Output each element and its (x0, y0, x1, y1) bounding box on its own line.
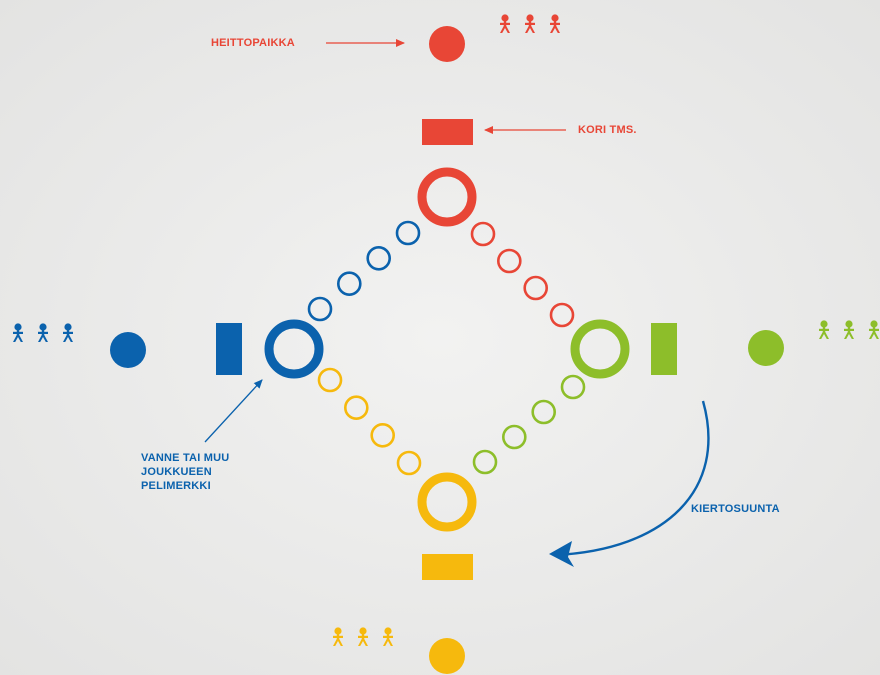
green-path-ring (472, 449, 498, 475)
hoop-arrow (204, 379, 263, 443)
rotation-arrowhead (549, 541, 574, 567)
yellow-hoop (417, 472, 477, 532)
red-path-ring (523, 275, 549, 301)
blue-basket (216, 323, 242, 375)
hoop-label: VANNE TAI MUU JOUKKUEEN PELIMERKKI (141, 451, 229, 493)
blue-hoop (264, 319, 324, 379)
green-hoop (570, 319, 630, 379)
green-basket (651, 323, 677, 375)
blue-path-ring (395, 220, 421, 246)
rotation-label: KIERTOSUUNTA (691, 503, 780, 515)
red-throw-spot (429, 26, 465, 62)
yellow-basket (422, 554, 473, 580)
red-players (500, 14, 560, 33)
red-path-ring (470, 221, 496, 247)
red-basket (422, 119, 473, 145)
green-path-ring (531, 399, 557, 425)
hoop-label-line2: JOUKKUEEN (141, 466, 212, 478)
red-path-ring (549, 302, 575, 328)
yellow-path-ring (396, 450, 422, 476)
yellow-throw-spot (429, 638, 465, 674)
red-hoop (417, 167, 477, 227)
green-players (819, 320, 879, 339)
green-path-ring (560, 374, 586, 400)
yellow-path-ring (317, 367, 343, 393)
blue-path-ring (336, 271, 362, 297)
rotation-arrow (554, 400, 710, 557)
yellow-path-ring (343, 395, 369, 421)
green-throw-spot (748, 330, 784, 366)
blue-players (13, 323, 73, 342)
throw-spot-label: HEITTOPAIKKA (211, 37, 295, 49)
hoop-label-line1: VANNE TAI MUU (141, 452, 230, 464)
blue-path-ring (366, 245, 392, 271)
green-path-ring (501, 424, 527, 450)
hoop-label-line3: PELIMERKKI (141, 480, 211, 492)
yellow-path-ring (370, 422, 396, 448)
yellow-players (333, 627, 393, 646)
blue-throw-spot (110, 332, 146, 368)
blue-path-ring (307, 296, 333, 322)
basket-label: KORI TMS. (578, 124, 637, 136)
red-path-ring (496, 248, 522, 274)
